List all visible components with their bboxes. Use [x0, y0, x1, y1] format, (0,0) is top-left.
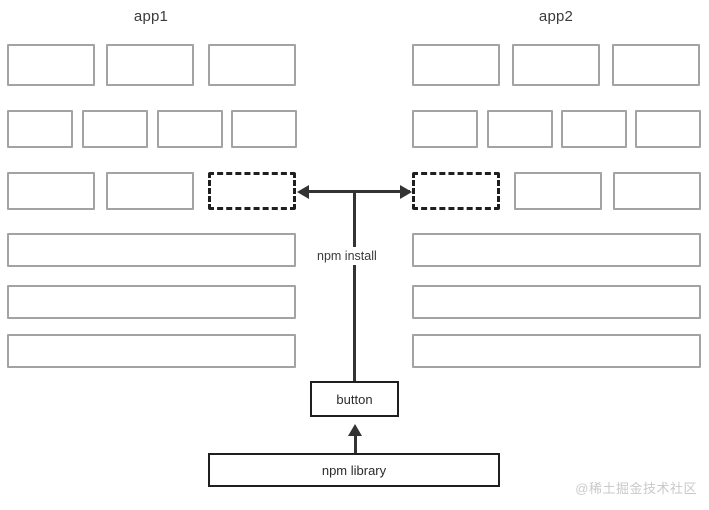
app2-dashed-placeholder-box	[412, 172, 500, 210]
app1-small-box	[7, 44, 95, 86]
app1-small-box	[7, 172, 95, 210]
button-node[interactable]: button	[310, 381, 399, 417]
app2-wide-box	[412, 334, 701, 368]
app2-small-box	[561, 110, 627, 148]
app1-wide-box	[7, 233, 296, 267]
arrow-to-app1-icon	[297, 184, 309, 199]
app1-wide-box	[7, 285, 296, 319]
app1-wide-box	[7, 334, 296, 368]
app2-small-box	[412, 110, 478, 148]
app2-small-box	[613, 172, 701, 210]
app1-title: app1	[133, 8, 169, 25]
install-vertical-connector	[353, 190, 356, 381]
arrow-up-to-button-icon	[348, 424, 362, 436]
app2-wide-box	[412, 285, 701, 319]
app1-small-box	[82, 110, 148, 148]
app2-small-box	[412, 44, 500, 86]
npm-library-node[interactable]: npm library	[208, 453, 500, 487]
app1-small-box	[157, 110, 223, 148]
npm-install-label: npm install	[313, 247, 381, 265]
app1-small-box	[231, 110, 297, 148]
library-to-button-connector	[353, 432, 357, 454]
app2-title: app2	[538, 8, 574, 25]
app2-small-box	[612, 44, 700, 86]
app1-dashed-placeholder-box	[208, 172, 296, 210]
app1-small-box	[106, 44, 194, 86]
app1-small-box	[208, 44, 296, 86]
watermark-text: @稀土掘金技术社区	[575, 481, 697, 496]
app2-small-box	[635, 110, 701, 148]
app2-small-box	[512, 44, 600, 86]
app1-small-box	[7, 110, 73, 148]
arrow-to-app2-icon	[400, 184, 412, 199]
app1-small-box	[106, 172, 194, 210]
app2-wide-box	[412, 233, 701, 267]
app2-small-box	[514, 172, 602, 210]
app2-small-box	[487, 110, 553, 148]
